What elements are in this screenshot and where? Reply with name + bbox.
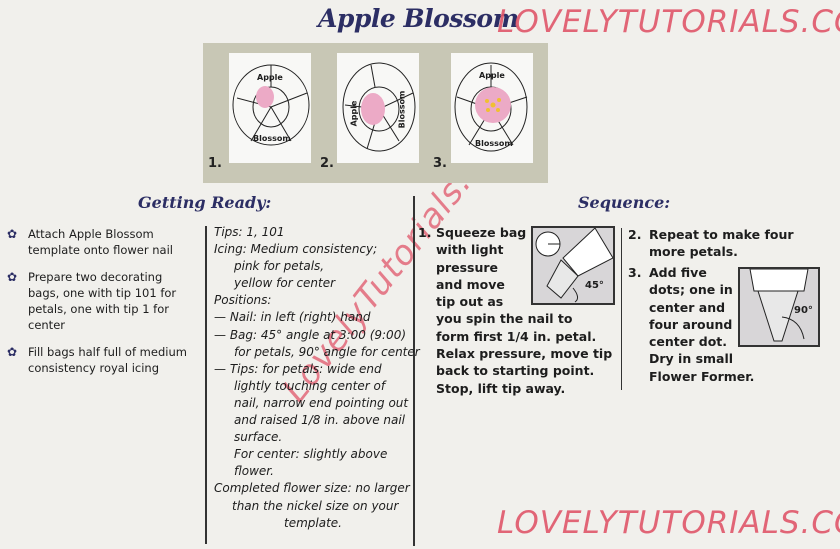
photo-step-3: Apple Blossom [451,53,533,163]
step-line: tip out as [436,294,504,310]
detail-line: and raised 1/8 in. above nail [234,413,406,428]
detail-line: for petals, 90° angle for center [234,344,420,359]
piping-90-degree-illustration: 90° [738,267,820,347]
divider [413,196,415,546]
bullet-text: Attach Apple Blossom template onto flowe… [28,227,173,257]
watermark-bottom: LOVELYTUTORIALS.COM [497,505,840,541]
detail-line: flower. [234,464,274,479]
detail-line: yellow for center [234,276,336,291]
list-item: ✿ Prepare two decorating bags, one with t… [4,269,196,333]
detail-line: For center: slightly above [234,447,388,462]
step-line: Add five [649,265,707,280]
step-line: Relax pressure, move tip [436,346,613,362]
step-line: form first 1/4 in. petal. [436,328,597,344]
detail-line: Positions: [214,293,272,308]
decorating-bag-icon [749,268,809,342]
getting-ready-details: Tips: 1, 101 Icing: Medium consistency; … [214,224,420,532]
step-line: pressure [436,259,499,275]
angle-label: 90° [794,305,813,316]
step-line: Dry in small [649,351,734,367]
watermark-top: LOVELYTUTORIALS.COM [497,4,840,40]
bullet-text: Prepare two decorating bags, one with ti… [28,270,177,332]
photo-step-1: Apple Blossom [229,53,311,163]
detail-line: — Nail: in left (right) hand [214,310,371,325]
photo-number: 2. [320,156,334,171]
template-label-bottom: Blossom [475,139,513,148]
step-line: Squeeze bag [436,225,527,240]
detail-line: Completed flower size: no larger [214,481,410,496]
template-circle-icon [232,64,310,146]
step-line: Repeat to make four [649,227,794,242]
detail-line: pink for petals, [234,259,325,274]
flower-bullet-icon: ✿ [7,345,18,359]
sequence-step-2: 2. Repeat to make four more petals. [628,226,794,261]
step-number: 3. [628,265,642,280]
decorating-bag-icon [535,227,614,303]
divider [621,228,622,390]
bullet-text: Fill bags half full of medium consistenc… [28,345,187,375]
step-line: dots; one in [649,282,733,298]
step-line: back to starting point. [436,363,595,379]
detail-line: Icing: Medium consistency; [214,242,378,257]
template-label-bottom: Blossom [397,90,407,129]
step-line: more petals. [649,244,738,260]
angle-label: 45° [585,280,604,291]
detail-line: than the nickel size on your [232,498,399,513]
page-title: Apple Blossom [318,4,519,33]
step-line: with light [436,242,504,258]
step-line: four around [649,316,733,332]
divider [205,226,207,544]
sequence-step-1: 1. Squeeze bag with light pressure and m… [418,224,612,397]
photo-number: 1. [208,156,222,171]
detail-line: — Bag: 45° angle at 3:00 (9:00) [214,327,407,342]
list-item: ✿ Attach Apple Blossom template onto flow… [4,226,196,258]
step-line: Flower Former. [649,368,755,384]
photo-step-2: Apple Blossom [337,53,419,163]
piping-45-degree-illustration: 45° [531,226,615,305]
photo-number: 3. [433,156,447,171]
template-label-top: Apple [257,73,283,82]
step-number: 2. [628,227,642,242]
getting-ready-heading: Getting Ready: [138,193,272,212]
step-line: center and [649,299,726,315]
template-label-top: Apple [479,71,505,80]
step-line: Stop, lift tip away. [436,380,566,396]
step-line: center dot. [649,334,728,350]
step-number: 1. [418,225,432,240]
flower-bullet-icon: ✿ [7,227,18,241]
detail-line: lightly touching center of [234,378,386,393]
detail-line: nail, narrow end pointing out [234,395,409,410]
getting-ready-bullets: ✿ Attach Apple Blossom template onto flow… [4,226,196,387]
flower-bullet-icon: ✿ [7,270,18,284]
step-line: you spin the nail to [436,311,573,327]
list-item: ✿ Fill bags half full of medium consisten… [4,344,196,376]
sequence-step-3: 3. Add five dots; one in center and four… [628,264,754,385]
sequence-heading: Sequence: [578,193,671,212]
template-circle-icon [454,62,528,152]
template-label-bottom: Blossom [253,134,291,143]
detail-line: — Tips: for petals: wide end [214,361,382,376]
template-circle-icon [342,62,416,152]
step-line: and move [436,276,505,292]
detail-line: surface. [234,430,283,445]
photo-strip: Apple Blossom 1. Apple Blossom 2. Apple … [203,43,548,183]
template-label-top: Apple [349,100,359,127]
detail-line: template. [284,515,342,530]
detail-line: Tips: 1, 101 [214,225,285,239]
